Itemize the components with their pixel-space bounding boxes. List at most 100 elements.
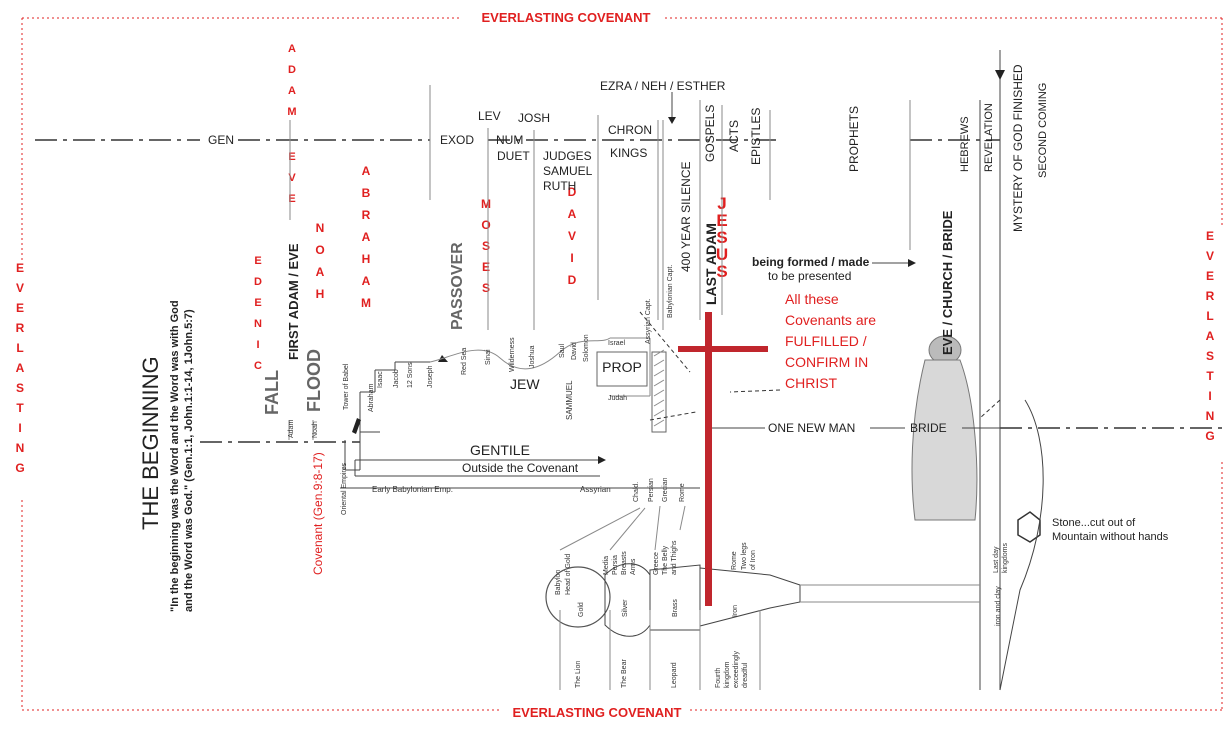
top-covenant-label: EVERLASTING COVENANT (481, 10, 650, 25)
label-gospels: GOSPELS (703, 105, 717, 162)
small-label-abraham: Abraham (368, 383, 375, 412)
last-adam-label: LAST ADAM (703, 223, 719, 305)
stone-figure (999, 399, 1044, 691)
small-label-last-day: Last day (993, 546, 1000, 573)
fulfilled-line-1: All these (785, 291, 839, 307)
small-label-exceedingly: exceedingly (733, 651, 740, 688)
small-label-head-gold: Head of Gold (565, 554, 572, 595)
small-label-tower: Tower of Babel (343, 363, 350, 410)
event-small-labels (288, 337, 667, 471)
small-label-gold: Gold (578, 602, 585, 617)
label-epistles: EPISTLES (749, 108, 763, 165)
small-label-brass: Brass (672, 599, 679, 617)
small-label-silver: Silver (622, 599, 629, 617)
small-label-grecian: Grecian (662, 477, 669, 502)
label-second-coming: SECOND COMING (1037, 83, 1049, 178)
small-label-breasts: Breasts (621, 551, 628, 575)
label-prophets: PROPHETS (847, 106, 861, 172)
small-label-assyrian: Assyrian (580, 485, 611, 494)
bride-label: BRIDE (910, 421, 947, 435)
small-label-solomon: Solomon (583, 334, 590, 362)
fulfilled-line-3: FULFILLED / (785, 333, 867, 349)
small-label-iron-clay: iron and clay (995, 586, 1002, 626)
small-label-of-iron: of Iron (750, 550, 757, 570)
small-label-chald: Chald. (633, 482, 640, 502)
small-label-greece: Greece (653, 552, 660, 575)
statue-figure (545, 505, 980, 690)
small-label-saul: Saul (559, 344, 566, 358)
fulfilled-line-5: CHRIST (785, 375, 838, 391)
small-label-lion: The Lion (575, 661, 582, 688)
outside-covenant-label: Outside the Covenant (462, 461, 579, 475)
small-label-persian: Persian (648, 478, 655, 502)
passover-label: PASSOVER (449, 242, 466, 330)
small-label-early-babylonian: Early Babylonian Emp. (372, 485, 453, 494)
small-label-judah: Judah (608, 395, 627, 402)
era-lines (289, 50, 1005, 690)
bride-figure (911, 335, 978, 521)
fulfilled-line-4: CONFIRM IN (785, 354, 868, 370)
label-samuel: SAMUEL (543, 164, 593, 178)
label-exod: EXOD (440, 133, 474, 147)
label-hebrews: HEBREWS (959, 116, 971, 172)
label-num: NUM (496, 133, 523, 147)
small-label-oriental: Oriental Empires (341, 462, 348, 515)
label-josh: JOSH (518, 111, 550, 125)
to-be-presented-label: to be presented (768, 269, 851, 283)
bottom-covenant-label: EVERLASTING COVENANT (512, 705, 681, 720)
pointer-arrows (639, 311, 1001, 421)
small-label-sinai: Sinai (485, 349, 492, 365)
small-label-dreadful: dreadful (742, 662, 749, 688)
label-acts: ACTS (727, 120, 741, 152)
small-label-red-sea: Red Sea (461, 348, 468, 375)
label-chron: CHRON (608, 123, 652, 137)
being-formed-label: being formed / made (752, 255, 870, 269)
prop-label: PROP (602, 359, 642, 375)
small-label-babylonian-capt: Babylonian Capt. (667, 265, 674, 318)
label-ruth: RUTH (543, 179, 576, 193)
small-label-sammuel: SAMMUEL (565, 380, 574, 420)
label-duet: DUET (497, 149, 530, 163)
label-gen: GEN (208, 133, 234, 147)
small-label-thighs: and Thighs (671, 540, 678, 575)
small-label-sons: 12 Sons (407, 362, 414, 388)
small-label-two-legs: Two legs (741, 542, 748, 570)
fulfilled-note: All these Covenants are FULFILLED / CONF… (785, 291, 876, 391)
stone-label-1: Stone...cut out of (1052, 517, 1136, 529)
small-label-leopard: Leopard (671, 662, 678, 688)
flood-label: FLOOD (304, 349, 324, 412)
everlasting-border (21, 17, 1223, 711)
label-lev: LEV (478, 109, 501, 123)
label-judges: JUDGES (543, 149, 592, 163)
small-label-noah: Noah (312, 421, 319, 438)
small-label-babylon: Babylon (555, 570, 562, 595)
small-label-jacob: Jacob (393, 369, 400, 388)
first-adam-label: FIRST ADAM / EVE (286, 243, 301, 360)
one-new-man-label: ONE NEW MAN (768, 421, 855, 435)
small-label-assyrian-capt: Assyrian Capt. (645, 298, 652, 344)
small-label-media: Media (603, 556, 610, 575)
small-label-kingdoms: kingdoms (1002, 543, 1009, 573)
label-400-silence: 400 YEAR SILENCE (679, 161, 693, 272)
small-label-kingdom: kingdom (724, 661, 731, 688)
gentile-lines (340, 456, 700, 489)
the-beginning-title: THE BEGINNING (138, 356, 163, 530)
fulfilled-line-2: Covenants are (785, 312, 876, 328)
red-cross (678, 312, 768, 606)
beginning-quote-2: and the Word was God." (Gen.1:1, John.1:… (183, 309, 195, 612)
small-label-isaac: Isaac (377, 371, 384, 388)
stone-label-2: Mountain without hands (1052, 531, 1169, 543)
small-label-joseph: Joseph (427, 365, 434, 388)
small-label-belly: The Belly (662, 545, 669, 575)
small-label-israel: Israel (608, 340, 626, 347)
